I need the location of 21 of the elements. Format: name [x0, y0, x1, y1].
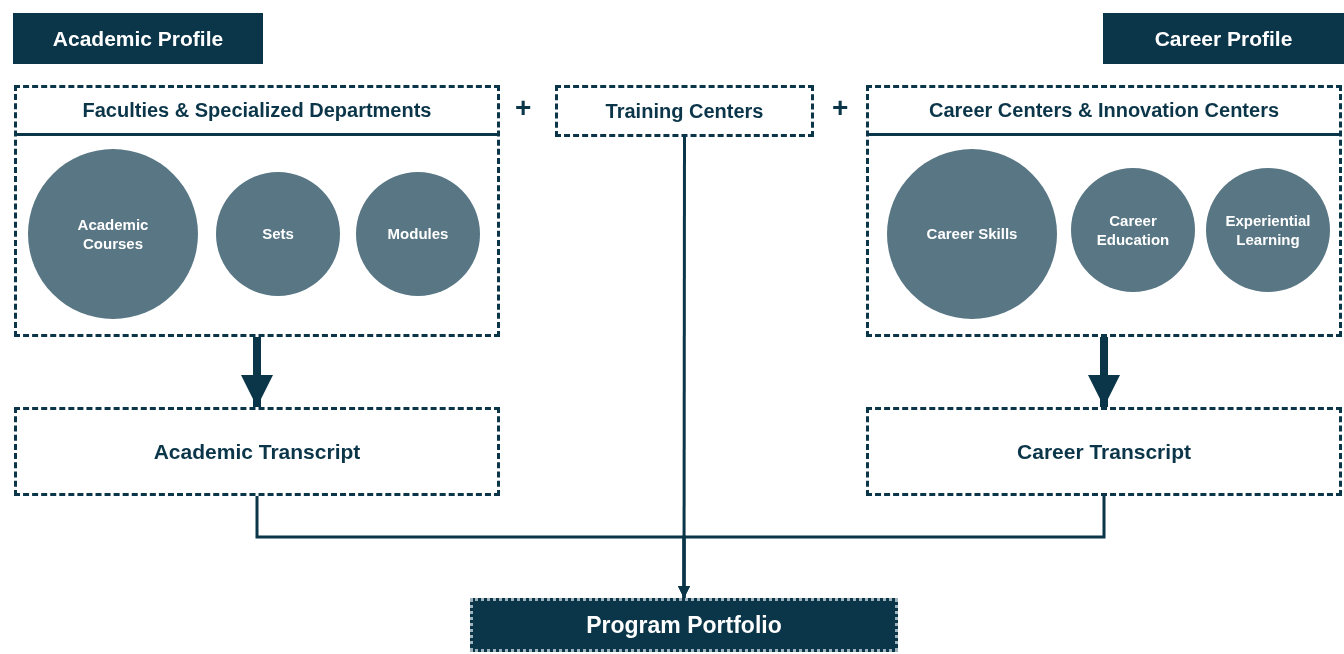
- arrow: [678, 496, 1106, 598]
- dashed-box: Career Transcript: [866, 407, 1342, 496]
- category-circle: Experiential Learning: [1206, 168, 1330, 292]
- section-tag: Career Profile: [1103, 13, 1344, 64]
- category-circle: Academic Courses: [28, 149, 198, 319]
- group-box: [14, 85, 500, 337]
- section-tag: Academic Profile: [13, 13, 263, 64]
- result-box: Program Portfolio: [470, 598, 898, 652]
- plus-sign: +: [515, 92, 532, 124]
- arrow: [1088, 337, 1120, 407]
- category-circle: Career Skills: [887, 149, 1057, 319]
- plus-sign: +: [832, 92, 849, 124]
- arrow: [241, 337, 273, 407]
- dashed-box: Training Centers: [555, 85, 814, 137]
- group-heading: Faculties & Specialized Departments: [81, 98, 433, 123]
- group-box: [866, 85, 1342, 337]
- category-circle: Modules: [356, 172, 480, 296]
- category-circle: Sets: [216, 172, 340, 296]
- dashed-box: Academic Transcript: [14, 407, 500, 496]
- category-circle: Career Education: [1071, 168, 1195, 292]
- group-heading: Career Centers & Innovation Centers: [927, 98, 1281, 123]
